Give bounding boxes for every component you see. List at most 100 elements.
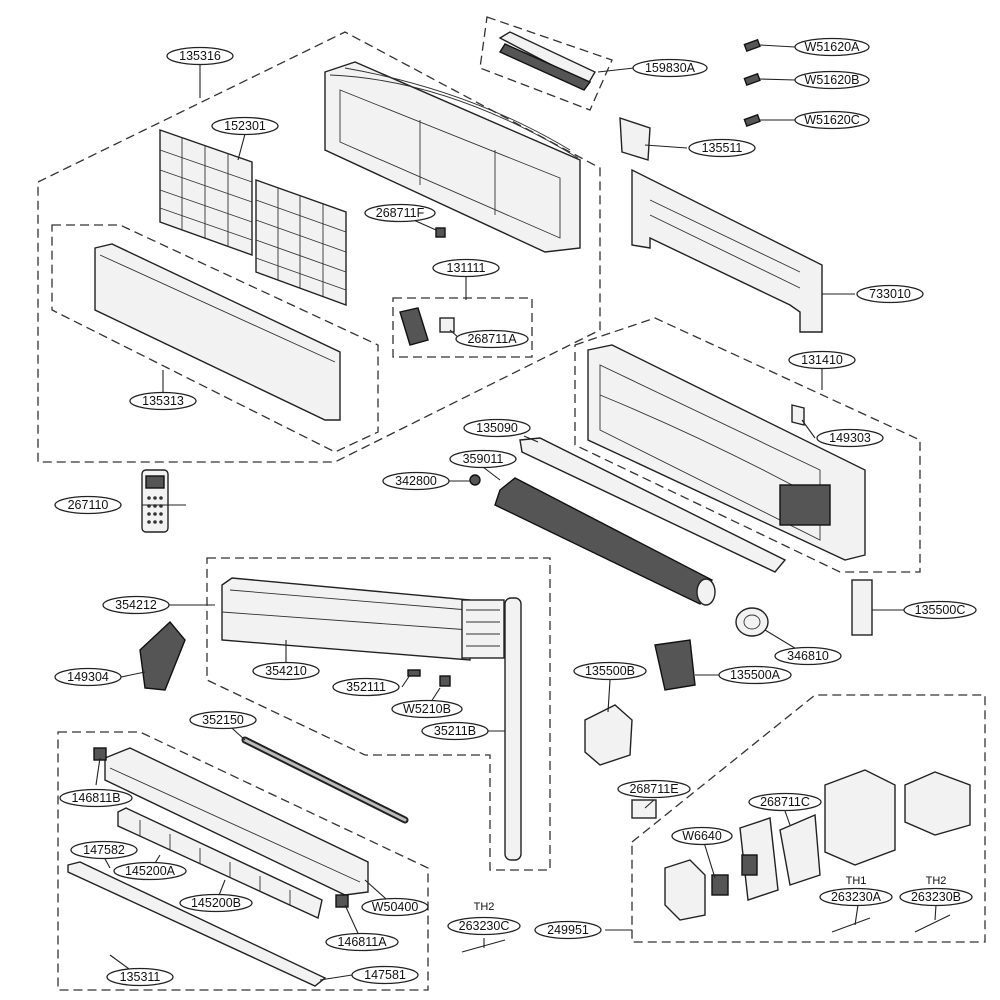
part-label-W6640: W6640 bbox=[671, 826, 733, 846]
part-label-149304: 149304 bbox=[54, 667, 122, 687]
label-bubble bbox=[252, 661, 320, 681]
part-number-text: 354210 bbox=[265, 664, 307, 678]
part-number-text: 249951 bbox=[547, 923, 589, 937]
label-bubble bbox=[899, 887, 973, 907]
part-number-text: 733010 bbox=[869, 287, 911, 301]
part-number-text: 135500C bbox=[915, 603, 966, 617]
part-number-text: 352111 bbox=[346, 680, 386, 694]
label-bubble bbox=[421, 721, 489, 741]
part-number-text: 268711A bbox=[467, 332, 517, 346]
part-number-text: 263230C bbox=[459, 919, 510, 933]
group-outline-swing-motor bbox=[479, 16, 613, 111]
pcb-cover bbox=[779, 813, 821, 886]
label-bubble bbox=[189, 710, 257, 730]
part-number-text: 267110 bbox=[68, 498, 109, 512]
control-box-lid bbox=[904, 771, 971, 836]
part-number-text: 268711F bbox=[376, 206, 425, 220]
front-panel bbox=[94, 243, 341, 421]
sensor-th2-right bbox=[914, 914, 951, 933]
sensor-th1 bbox=[831, 917, 871, 933]
group-outline-chassis bbox=[574, 317, 921, 573]
part-label-159830A: 159830A bbox=[632, 58, 708, 78]
installation-plate bbox=[631, 168, 823, 333]
part-label-152301: 152301 bbox=[211, 116, 279, 136]
part-label-W50400: W50400 bbox=[361, 897, 429, 917]
label-bubble bbox=[718, 665, 792, 685]
part-label-35211B: 35211B bbox=[421, 721, 489, 741]
part-number-text: W6640 bbox=[682, 829, 722, 843]
part-label-352111: 352111 bbox=[332, 677, 400, 697]
part-label-354212: 354212 bbox=[102, 595, 170, 615]
part-label-131111: 131111 bbox=[432, 258, 500, 278]
label-bubble bbox=[391, 699, 463, 719]
part-number-text: 263230B bbox=[911, 890, 961, 904]
part-label-147581: 147581 bbox=[351, 965, 419, 985]
part-number-text: 146811B bbox=[71, 791, 120, 805]
part-number-text: 135090 bbox=[476, 421, 518, 435]
label-bubble bbox=[106, 967, 174, 987]
label-bubble bbox=[59, 788, 133, 808]
screw-a bbox=[743, 38, 761, 53]
group-outline-display-box bbox=[392, 297, 533, 358]
label-bubble bbox=[903, 600, 977, 620]
part-number-text: 131111 bbox=[447, 261, 486, 275]
part-number-text: 149304 bbox=[67, 670, 109, 684]
label-bubble bbox=[129, 391, 197, 411]
part-label-135500A: 135500A bbox=[718, 665, 792, 685]
label-bubble bbox=[364, 203, 436, 223]
group-outline-front-grille bbox=[51, 224, 379, 453]
label-bubble bbox=[351, 965, 419, 985]
label-bubble bbox=[794, 110, 870, 130]
group-outline-evaporator bbox=[206, 557, 551, 871]
part-number-text: 146811A bbox=[337, 935, 387, 949]
part-label-346810: 346810 bbox=[774, 646, 842, 666]
part-number-text: W5210B bbox=[403, 702, 451, 716]
part-label-W51620C: W51620C bbox=[794, 110, 870, 130]
part-number-text: W51620C bbox=[804, 113, 860, 127]
air-filter-left bbox=[159, 129, 253, 256]
label-bubble bbox=[455, 329, 529, 349]
part-number-text: 135313 bbox=[142, 394, 184, 408]
louver-frame bbox=[104, 747, 369, 896]
part-number-text: 268711C bbox=[760, 795, 810, 809]
part-number-text: 268711E bbox=[629, 782, 678, 796]
label-bubble bbox=[534, 920, 602, 940]
label-bubble bbox=[774, 646, 842, 666]
vertical-vanes bbox=[117, 807, 323, 919]
main-pcb bbox=[739, 817, 779, 901]
evaporator-side-pipe bbox=[504, 597, 522, 861]
remote-control bbox=[141, 469, 169, 533]
label-bubble bbox=[447, 916, 521, 936]
part-label-359011: 359011 bbox=[449, 449, 517, 469]
part-number-text: W50400 bbox=[372, 900, 419, 914]
label-bubble bbox=[102, 595, 170, 615]
label-bubble bbox=[632, 58, 708, 78]
part-number-text: 35211B bbox=[434, 724, 476, 738]
part-label-135511: 135511 bbox=[688, 138, 756, 158]
part-label-268711A: 268711A bbox=[455, 329, 529, 349]
display-pcb-small bbox=[435, 227, 446, 238]
part-label-342800: 342800 bbox=[382, 471, 450, 491]
label-bubble bbox=[794, 37, 870, 57]
label-bubble bbox=[671, 826, 733, 846]
motor-cover bbox=[654, 639, 696, 691]
part-label-135311: 135311 bbox=[106, 967, 174, 987]
drain-pan bbox=[519, 437, 787, 573]
tag-th2-left: TH2 bbox=[474, 901, 495, 913]
horizontal-louver bbox=[67, 861, 327, 987]
part-label-146811A: 146811A bbox=[325, 932, 399, 952]
label-bubble bbox=[54, 667, 122, 687]
part-label-352150: 352150 bbox=[189, 710, 257, 730]
label-bubble bbox=[788, 350, 856, 370]
part-number-text: 159830A bbox=[645, 61, 696, 75]
terminal-cover bbox=[664, 859, 706, 921]
screw-b bbox=[743, 72, 761, 87]
part-label-135090: 135090 bbox=[463, 418, 531, 438]
part-number-text: 135316 bbox=[179, 49, 221, 63]
group-outline-front-panel bbox=[37, 31, 601, 463]
screw-c bbox=[743, 113, 761, 128]
part-number-text: 145200A bbox=[125, 864, 176, 878]
part-number-text: 135500B bbox=[585, 664, 635, 678]
part-number-text: 147582 bbox=[83, 843, 125, 857]
